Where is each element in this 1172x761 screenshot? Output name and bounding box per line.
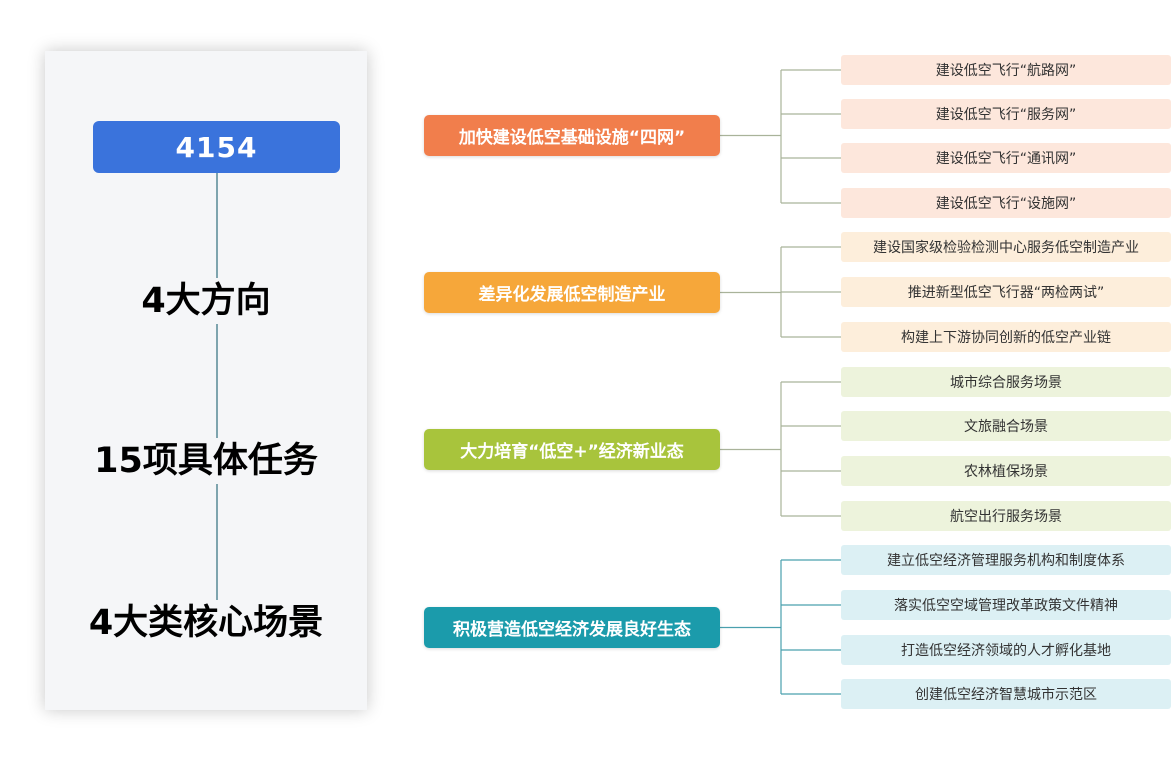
- direction-node: 积极营造低空经济发展良好生态: [424, 607, 720, 648]
- task-node: 打造低空经济领域的人才孵化基地: [841, 635, 1171, 665]
- task-node: 创建低空经济智慧城市示范区: [841, 679, 1171, 709]
- task-node: 城市综合服务场景: [841, 367, 1171, 397]
- task-node: 建设低空飞行“通讯网”: [841, 143, 1171, 173]
- task-node: 航空出行服务场景: [841, 501, 1171, 531]
- task-node: 落实低空空域管理改革政策文件精神: [841, 590, 1171, 620]
- task-node: 建设低空飞行“服务网”: [841, 99, 1171, 129]
- root-node: 4154: [93, 121, 340, 173]
- level-label-tasks: 15项具体任务: [45, 438, 367, 484]
- task-node: 文旅融合场景: [841, 411, 1171, 441]
- task-node: 建设低空飞行“设施网”: [841, 188, 1171, 218]
- task-node: 建设低空飞行“航路网”: [841, 55, 1171, 85]
- level-label-scenarios: 4大类核心场景: [45, 600, 367, 646]
- direction-node: 加快建设低空基础设施“四网”: [424, 115, 720, 156]
- task-node: 构建上下游协同创新的低空产业链: [841, 322, 1171, 352]
- direction-node: 大力培育“低空+”经济新业态: [424, 429, 720, 470]
- task-node: 农林植保场景: [841, 456, 1171, 486]
- task-node: 建设国家级检验检测中心服务低空制造产业: [841, 232, 1171, 262]
- direction-node: 差异化发展低空制造产业: [424, 272, 720, 313]
- task-node: 推进新型低空飞行器“两检两试”: [841, 277, 1171, 307]
- task-node: 建立低空经济管理服务机构和制度体系: [841, 545, 1171, 575]
- level-label-directions: 4大方向: [45, 278, 367, 324]
